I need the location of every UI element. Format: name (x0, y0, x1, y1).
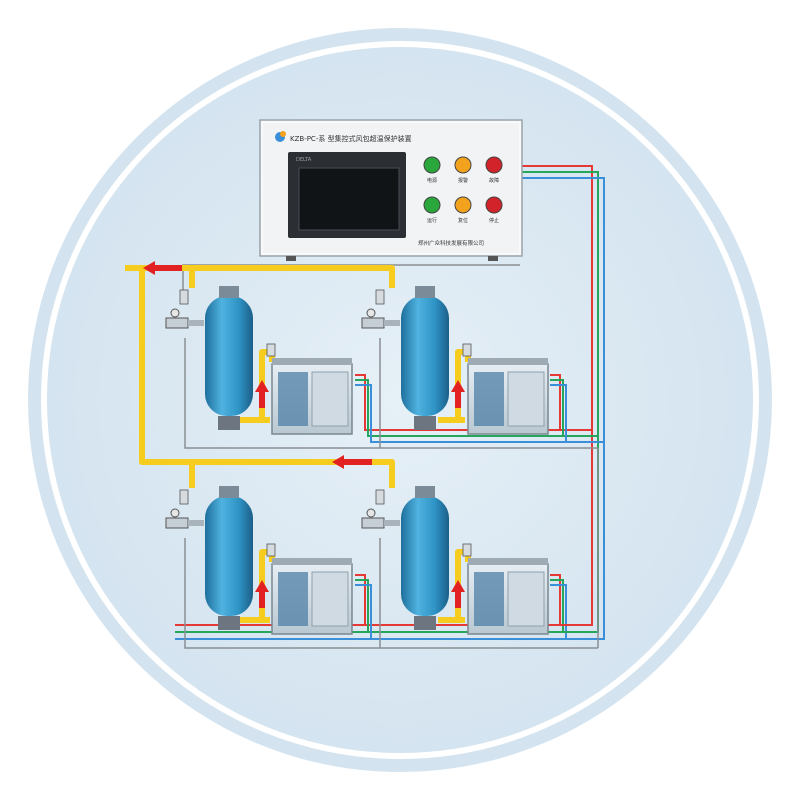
indicator-lamp-icon (485, 196, 503, 214)
flow-arrow-icon (255, 380, 269, 408)
indicator-lamp-icon (485, 156, 503, 174)
air-tank-icon (401, 486, 449, 630)
sensor-icon (179, 489, 189, 505)
indicator-lamp-icon (454, 196, 472, 214)
sensor-icon (266, 343, 276, 357)
indicator-lamps (423, 156, 503, 214)
hmi-brand-label: DELTA (296, 157, 312, 163)
lamp-label: 电源 (427, 177, 437, 184)
background-ring (41, 41, 759, 759)
lamp-label: 故障 (489, 177, 499, 184)
sensor-icon (462, 343, 472, 357)
valve-icon (165, 308, 204, 329)
lamp-labels: 电源 报警 故障 运行 复位 停止 (427, 177, 499, 224)
indicator-lamp-icon (423, 196, 441, 214)
compressor-icon (271, 558, 353, 635)
lamp-label: 报警 (458, 177, 468, 184)
air-tank-icon (401, 286, 449, 430)
unit-top-left (165, 286, 353, 435)
flow-arrows (143, 261, 465, 608)
signal-wires (175, 165, 605, 640)
lamp-label: 复位 (458, 217, 468, 224)
flow-arrow-icon (332, 455, 372, 469)
flow-arrow-icon (255, 580, 269, 608)
air-tank-icon (205, 486, 253, 630)
lamp-label: 运行 (427, 217, 437, 224)
flow-arrow-icon (451, 580, 465, 608)
compressor-icon (467, 358, 549, 435)
unit-bottom-right (361, 486, 549, 635)
sensor-icon (462, 543, 472, 557)
compressor-icon (271, 358, 353, 435)
air-tank-icon (205, 286, 253, 430)
panel-title: KZB-PC-系 型集控式风包超温保护装置 (290, 134, 412, 143)
sensor-icon (266, 543, 276, 557)
sensor-icon (375, 489, 385, 505)
valve-icon (361, 308, 400, 329)
sensor-icon (375, 289, 385, 305)
sensor-icon (179, 289, 189, 305)
indicator-lamp-icon (423, 156, 441, 174)
flow-arrow-icon (451, 380, 465, 408)
lamp-label: 停止 (489, 217, 499, 224)
indicator-lamp-icon (454, 156, 472, 174)
valve-icon (361, 508, 400, 529)
hmi-screen: DELTA (288, 152, 406, 238)
unit-bottom-left (165, 486, 353, 635)
valve-icon (165, 508, 204, 529)
panel-company: 郑州广众科技发展有限公司 (418, 239, 484, 247)
compressor-icon (467, 558, 549, 635)
control-panel: KZB-PC-系 型集控式风包超温保护装置 DELTA 电源 报警 故障 运行 … (259, 119, 523, 261)
flow-arrow-icon (143, 261, 182, 275)
panel-logo-icon (275, 131, 286, 142)
unit-top-right (361, 286, 549, 435)
